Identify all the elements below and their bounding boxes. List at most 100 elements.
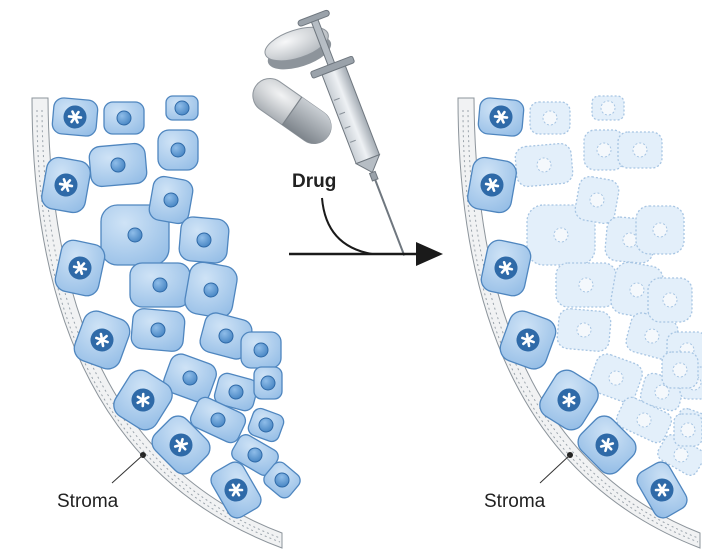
asterisk-icon <box>173 442 189 448</box>
nucleus <box>596 142 612 158</box>
nucleus <box>576 322 592 338</box>
tissue-cell <box>529 101 571 135</box>
stem-cell <box>54 239 106 297</box>
nucleus <box>163 192 179 208</box>
tissue-cell <box>615 396 673 444</box>
tissue-cell <box>673 413 702 447</box>
stem-cell <box>477 97 525 137</box>
tissue-cell <box>184 261 238 319</box>
stem-cell <box>636 461 688 519</box>
nucleus <box>672 362 688 378</box>
tissue-cell <box>189 396 247 444</box>
nucleus <box>542 110 558 126</box>
tissue-cell <box>526 204 596 266</box>
stroma-callout-left: Stroma <box>57 452 146 512</box>
asterisk-icon <box>228 488 244 492</box>
right-cell-layer <box>467 95 702 519</box>
tissue-cell <box>247 407 285 443</box>
nucleus <box>182 370 198 386</box>
stem-cell <box>41 156 91 214</box>
asterisk-icon <box>74 262 86 274</box>
stem-cell <box>151 415 211 475</box>
nucleus <box>636 412 652 428</box>
stem-cell <box>73 310 131 370</box>
tissue-cell <box>157 129 199 171</box>
nucleus <box>210 412 226 428</box>
nucleus <box>247 447 263 463</box>
nucleus <box>228 384 244 400</box>
syringe-icon <box>297 9 406 256</box>
arrow-right-icon <box>416 242 443 266</box>
tissue-cell <box>163 353 217 403</box>
asterisk-icon <box>562 395 576 405</box>
asterisk-icon <box>136 395 150 405</box>
nucleus <box>127 227 143 243</box>
pill-capsule-icon <box>252 78 332 144</box>
nucleus <box>536 157 552 173</box>
tissue-cell <box>148 175 194 225</box>
tissue-cell <box>514 142 574 188</box>
tissue-cell <box>591 95 625 121</box>
nucleus <box>196 232 212 248</box>
stem-cell <box>113 369 173 431</box>
nucleus <box>662 292 678 308</box>
tissue-cell <box>625 312 679 360</box>
tissue-cell <box>263 461 301 499</box>
stroma-label-right: Stroma <box>484 491 546 512</box>
tissue-cell <box>635 205 685 255</box>
asterisk-icon <box>70 110 80 124</box>
tissue-cell <box>213 372 259 412</box>
asterisk-icon <box>486 179 498 191</box>
left-tissue-panel <box>31 95 301 549</box>
asterisk-icon <box>96 334 108 346</box>
tissue-cell <box>240 331 282 369</box>
asterisk-icon <box>654 488 670 492</box>
tissue-cell <box>130 308 186 352</box>
nucleus <box>644 328 660 344</box>
right-tissue-panel <box>457 95 702 549</box>
tissue-cell <box>178 216 230 264</box>
tissue-cell <box>657 434 702 476</box>
nucleus <box>203 282 219 298</box>
nucleus <box>110 157 126 173</box>
tissue-cell <box>231 434 279 476</box>
nucleus <box>170 142 186 158</box>
left-cell-layer <box>41 95 301 519</box>
stroma-callout-right: Stroma <box>484 452 573 512</box>
nucleus <box>253 342 269 358</box>
asterisk-icon <box>496 110 506 124</box>
nucleus <box>174 100 190 116</box>
stem-cell <box>577 415 637 475</box>
nucleus <box>673 447 689 463</box>
tissue-cell <box>647 277 693 323</box>
asterisk-icon <box>60 179 72 191</box>
stem-cell <box>51 97 99 137</box>
tissue-cell <box>103 101 145 135</box>
tissue-cell <box>199 312 253 360</box>
tissue-cell <box>165 95 199 121</box>
stem-cell <box>467 156 517 214</box>
stem-cell <box>480 239 532 297</box>
stem-cell <box>210 461 262 519</box>
nucleus <box>608 370 624 386</box>
nucleus <box>258 417 274 433</box>
drug-label: Drug <box>292 171 336 192</box>
nucleus <box>600 100 616 116</box>
nucleus <box>680 422 696 438</box>
nucleus <box>116 110 132 126</box>
tissue-cell <box>589 353 643 403</box>
asterisk-icon <box>522 334 534 346</box>
tissue-cell <box>88 142 148 188</box>
nucleus <box>652 222 668 238</box>
nucleus <box>553 227 569 243</box>
nucleus <box>589 192 605 208</box>
tissue-cell <box>617 131 663 169</box>
nucleus <box>150 322 166 338</box>
stem-cell <box>539 369 599 431</box>
nucleus <box>152 277 168 293</box>
left-stroma-texture <box>36 109 281 543</box>
nucleus <box>260 375 276 391</box>
stroma-label-left: Stroma <box>57 491 119 512</box>
tissue-cell <box>556 308 612 352</box>
